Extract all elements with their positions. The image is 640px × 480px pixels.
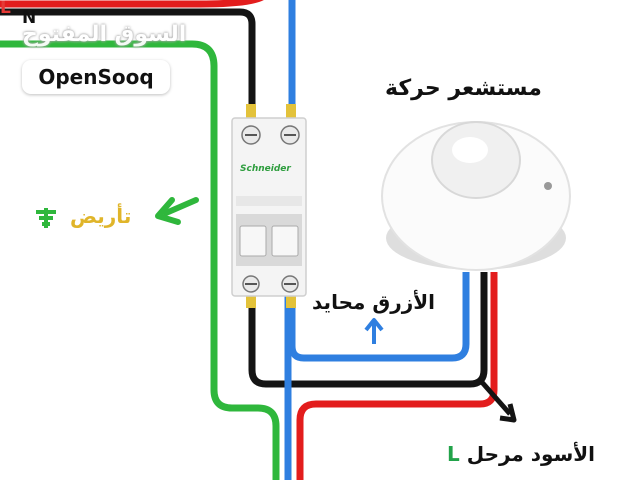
sensor-title: مستشعر حركة [385, 76, 542, 101]
breaker-brand: Schneider [240, 164, 291, 174]
phase-letter: L [447, 442, 460, 466]
breaker-toggle-right [271, 225, 299, 257]
neutral-arrow-icon [364, 318, 384, 344]
red-wire-top-bend [199, 0, 264, 8]
phase-arrow-icon [478, 378, 517, 423]
phase-text: الأسود مرحل [466, 442, 595, 466]
breaker-bottom-pin-left [246, 292, 256, 308]
ground-arrow [155, 197, 199, 225]
phase-label: L الأسود مرحل [447, 442, 595, 466]
black-wire-bottom [248, 272, 488, 388]
ground-symbol-icon [36, 208, 56, 228]
breaker-label-strip [236, 196, 302, 206]
neutral-label: الأزرق محايد [312, 290, 435, 314]
neutral-letter: N [22, 8, 37, 28]
breaker-toggle-left [239, 225, 267, 257]
neutral-wire-bottom [288, 272, 470, 362]
watermark-text: السوق المفتوح [22, 22, 187, 47]
breaker-body [231, 117, 307, 297]
breaker-top-pin-left [246, 104, 256, 122]
ground-wire [0, 40, 280, 480]
black-wire-top [0, 8, 256, 118]
line-letter: L [0, 0, 11, 18]
ground-label: تأريض [70, 204, 132, 228]
breaker-top-pin-right [286, 104, 296, 122]
opensooq-logo: OpenSooq [22, 60, 170, 94]
breaker-bottom-pin-right [286, 292, 296, 308]
sensor-led [544, 182, 552, 190]
